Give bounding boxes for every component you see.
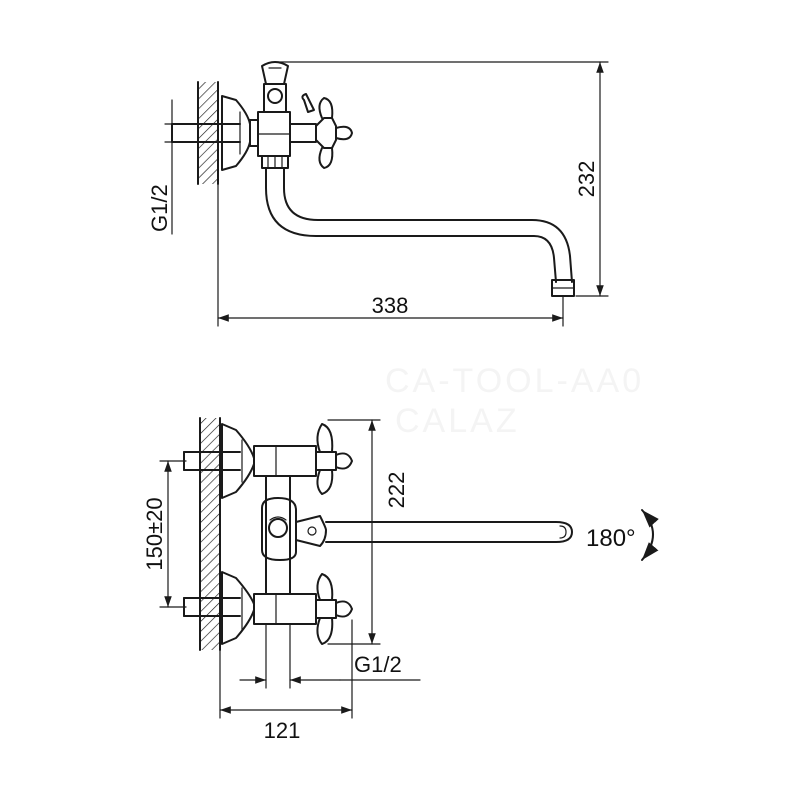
front-height-dim-label: 222: [384, 472, 409, 509]
front-centers-dim-label: 150±20: [142, 497, 167, 570]
upper-escutcheon: [221, 423, 255, 499]
lower-valve-body: [253, 593, 317, 625]
lower-handle-arm-front: [335, 600, 353, 618]
front-wall-hatch: [200, 418, 220, 650]
side-handle-hub: [315, 117, 337, 149]
side-diverter-knob: [267, 88, 283, 104]
side-length-dimension: 338: [217, 183, 564, 327]
rotation-indicator: 180°: [586, 509, 659, 561]
side-handle-arm-down: [318, 147, 334, 169]
side-handle-arm-up: [318, 97, 334, 119]
rotation-label: 180°: [586, 525, 636, 552]
side-wall: [197, 81, 219, 185]
spout-collar-dot: [307, 526, 317, 536]
watermark-line-1: CA-TOOL-AA0: [385, 362, 644, 400]
side-shower-holder: [261, 61, 289, 85]
side-height-dim-label: 232: [574, 161, 599, 198]
upper-handle-arm-front: [335, 452, 353, 470]
upper-handle-arm-up: [316, 423, 334, 453]
diverter-body: [261, 497, 297, 561]
side-valve-stem: [289, 123, 317, 143]
lower-handle-arm-down: [316, 617, 334, 645]
side-escutcheon: [221, 95, 251, 171]
side-height-dimension: 232: [275, 61, 609, 297]
upper-handle-arm-down: [316, 469, 334, 495]
front-view: 150±20: [142, 417, 659, 743]
lower-handle-arm-up: [316, 573, 334, 601]
upper-handle-hub: [315, 451, 337, 471]
side-handle-arm-back: [301, 93, 315, 113]
side-spout-outer: [265, 167, 557, 283]
watermark: CA-TOOL-AA0 CALAZ: [385, 362, 644, 440]
front-depth-dimension: 121: [219, 619, 353, 743]
side-handle-arm-front: [335, 125, 353, 141]
diverter-knob-grip: [269, 516, 287, 521]
spout-tip: [555, 521, 573, 543]
front-thread-dimension: G1/2: [239, 623, 421, 689]
lower-escutcheon: [221, 571, 255, 645]
watermark-line-2: CALAZ: [395, 402, 520, 440]
lower-cross-handle: [315, 573, 353, 645]
front-centers-dimension: 150±20: [142, 460, 187, 608]
side-wall-hatch: [198, 82, 218, 184]
rotation-arc-icon: [641, 509, 659, 561]
side-length-dim-label: 338: [372, 293, 409, 318]
upper-cross-handle: [315, 423, 353, 495]
diverter-knob: [268, 518, 288, 538]
spout-tip-inner: [559, 525, 567, 539]
side-inlet-thread-label: G1/2: [147, 184, 172, 232]
front-height-dimension: 222: [327, 419, 409, 645]
front-depth-dim-label: 121: [264, 718, 301, 743]
lower-handle-hub: [315, 599, 337, 619]
side-spout-inner: [283, 167, 573, 283]
upper-valve-body: [253, 445, 317, 477]
front-outlet-thread-label: G1/2: [354, 652, 402, 677]
side-connector: [249, 119, 259, 147]
spout-collar: [295, 515, 327, 547]
side-thread-callout: G1/2: [147, 99, 180, 235]
front-wall: [199, 417, 221, 651]
side-view: G1/2: [147, 61, 609, 327]
